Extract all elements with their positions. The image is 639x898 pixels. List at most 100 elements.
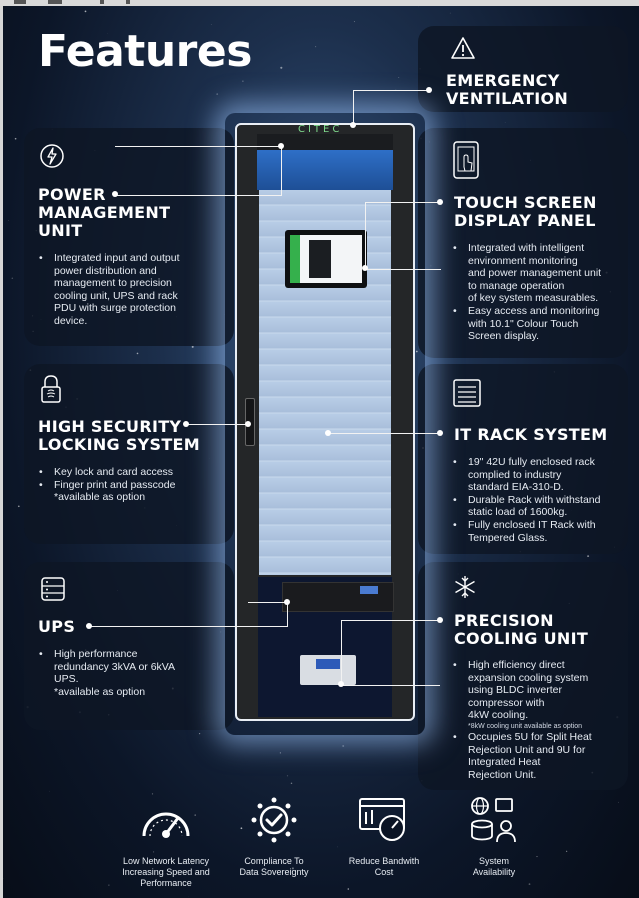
star bbox=[587, 555, 590, 558]
star bbox=[337, 846, 338, 848]
top-toolbar-strip bbox=[0, 0, 639, 6]
connector-ups bbox=[89, 602, 288, 627]
star bbox=[395, 89, 397, 90]
feature-label-latency: Low Network Latency Increasing Speed and… bbox=[122, 856, 210, 888]
star bbox=[11, 277, 14, 279]
star bbox=[286, 775, 289, 777]
connector-dot bbox=[183, 421, 189, 427]
bullets-it-rack: 19" 42U fully enclosed rack complied to … bbox=[452, 456, 600, 544]
star bbox=[353, 21, 355, 23]
lock-icon bbox=[41, 375, 61, 403]
left-edge-strip bbox=[0, 6, 3, 898]
connector-emergency bbox=[353, 90, 430, 127]
heading-ups: UPS bbox=[38, 617, 76, 636]
star bbox=[17, 505, 20, 508]
star bbox=[449, 12, 451, 14]
system-availability-icon bbox=[471, 797, 516, 843]
connector-dot bbox=[112, 191, 118, 197]
star bbox=[216, 93, 219, 95]
connector-it-rack bbox=[328, 433, 440, 434]
connector-dot bbox=[437, 199, 443, 205]
star bbox=[210, 24, 212, 25]
star bbox=[14, 137, 17, 140]
bullets-precision-cooling: High efficiency direct expansion cooling… bbox=[452, 659, 592, 781]
card-emergency-ventilation bbox=[418, 26, 628, 112]
bullets-high-security: Key lock and card access Finger print an… bbox=[38, 466, 175, 504]
card-ups bbox=[24, 562, 234, 730]
heading-emergency-ventilation: EMERGENCY VENTILATION bbox=[446, 71, 569, 108]
star bbox=[111, 43, 114, 47]
ups-icon bbox=[41, 577, 65, 601]
bandwidth-gauge-icon bbox=[359, 798, 405, 841]
connector-dot bbox=[437, 617, 443, 623]
star bbox=[347, 888, 350, 890]
connector-dot bbox=[437, 430, 443, 436]
star bbox=[398, 76, 400, 79]
connector-dot bbox=[426, 87, 432, 93]
connector-dot bbox=[338, 681, 344, 687]
star bbox=[618, 801, 620, 803]
server-rack-icon bbox=[453, 379, 481, 407]
star bbox=[528, 883, 531, 885]
connector-dot bbox=[350, 122, 356, 128]
star bbox=[108, 884, 110, 886]
connector-power bbox=[115, 146, 282, 196]
warning-icon bbox=[451, 37, 475, 59]
feature-label-availability: System Availability bbox=[472, 856, 516, 877]
power-icon bbox=[40, 144, 64, 168]
star bbox=[415, 350, 418, 353]
star bbox=[342, 745, 345, 747]
heading-high-security: HIGH SECURITY LOCKING SYSTEM bbox=[38, 417, 201, 454]
compliance-badge-icon bbox=[251, 797, 297, 843]
star bbox=[291, 867, 294, 870]
connector-dot bbox=[362, 265, 368, 271]
rack-top-bar bbox=[257, 134, 393, 150]
connector-dot bbox=[245, 421, 251, 427]
connector-cooling bbox=[341, 620, 440, 686]
snowflake-icon bbox=[455, 576, 475, 598]
heading-power-management: POWER MANAGEMENT UNIT bbox=[38, 185, 171, 240]
star bbox=[84, 10, 87, 13]
connector-dot bbox=[284, 599, 290, 605]
rack-screen-sidebar bbox=[290, 235, 300, 283]
feature-label-compliance: Compliance To Data Sovereignty bbox=[239, 856, 309, 877]
star bbox=[151, 793, 154, 795]
speedometer-icon bbox=[142, 812, 190, 838]
star bbox=[504, 122, 506, 124]
star bbox=[536, 856, 538, 858]
connector-security bbox=[186, 424, 248, 425]
star bbox=[240, 827, 243, 830]
bullets-power-management: Integrated input and output power distri… bbox=[38, 252, 180, 328]
heading-touch-screen: TOUCH SCREEN DISPLAY PANEL bbox=[454, 193, 597, 230]
connector-dot bbox=[86, 623, 92, 629]
heading-it-rack: IT RACK SYSTEM bbox=[454, 425, 608, 444]
connector-dot bbox=[278, 143, 284, 149]
heading-precision-cooling: PRECISION COOLING UNIT bbox=[454, 611, 589, 648]
star bbox=[315, 46, 317, 48]
connector-dot bbox=[325, 430, 331, 436]
star bbox=[107, 33, 109, 34]
connector-ups-top bbox=[248, 602, 288, 603]
star bbox=[194, 814, 196, 816]
rack-screen-image bbox=[309, 240, 331, 278]
star bbox=[566, 850, 568, 852]
star bbox=[280, 66, 283, 69]
star bbox=[8, 219, 9, 221]
star bbox=[279, 752, 282, 754]
rack-ups-display bbox=[360, 586, 378, 594]
star bbox=[153, 851, 155, 853]
star bbox=[191, 345, 194, 348]
star bbox=[49, 790, 50, 792]
page-title: Features bbox=[38, 26, 252, 77]
star bbox=[290, 782, 293, 785]
rack-cooling-display bbox=[316, 659, 340, 669]
star bbox=[242, 80, 244, 82]
connector-touch bbox=[365, 202, 441, 270]
feature-label-bandwidth: Reduce Bandwith Cost bbox=[348, 856, 420, 877]
bullets-ups: High performance redundancy 3kVA or 6kVA… bbox=[38, 648, 175, 698]
bullets-touch-screen: Integrated with intelligent environment … bbox=[452, 242, 601, 343]
star bbox=[198, 732, 201, 735]
card-high-security bbox=[24, 364, 234, 544]
touch-screen-icon bbox=[453, 141, 479, 179]
rack-ventilation-header bbox=[257, 150, 393, 190]
